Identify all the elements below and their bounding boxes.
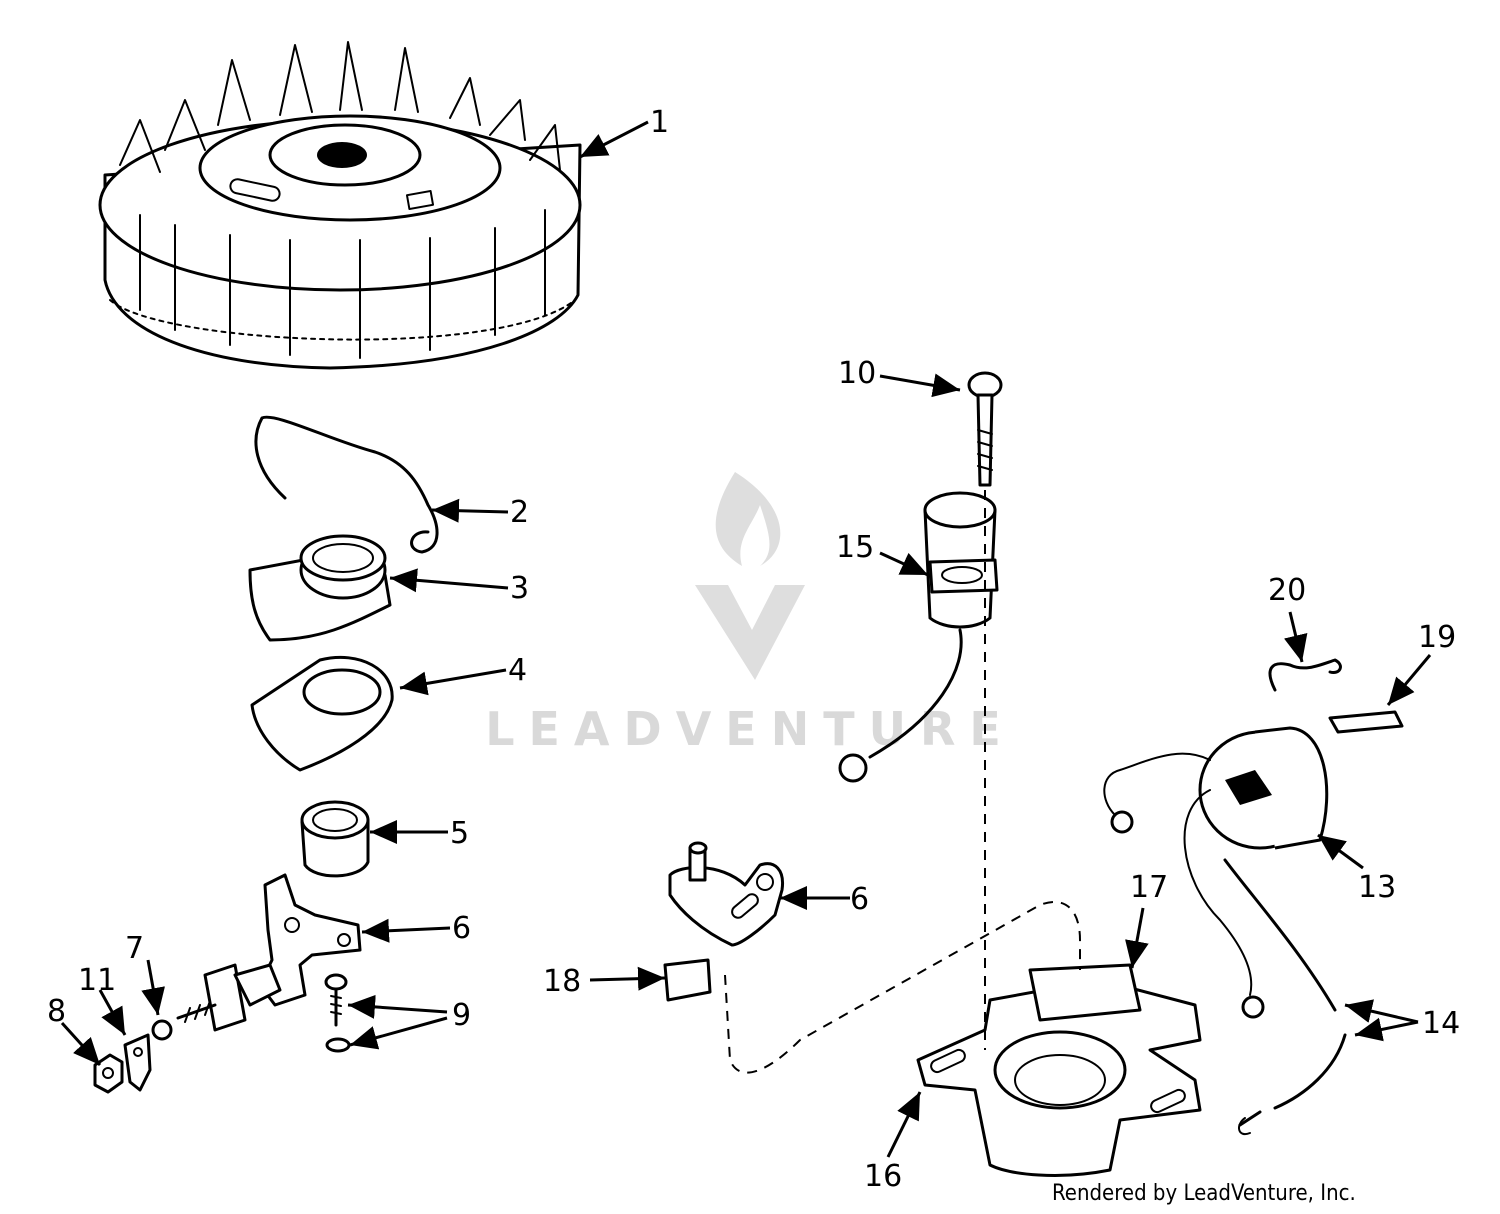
callout-15: 15 — [836, 530, 874, 565]
leader-lines — [60, 120, 1432, 1158]
clip-part-19 — [1328, 710, 1404, 734]
callout-2: 2 — [510, 495, 529, 530]
callout-16: 16 — [864, 1159, 902, 1194]
screw-part-10 — [967, 371, 1003, 487]
breaker-plate-part-6 — [668, 841, 785, 947]
callout-5: 5 — [450, 816, 469, 851]
condenser-part-15 — [838, 491, 999, 783]
nut-part-8 — [93, 1053, 124, 1094]
callout-11: 11 — [78, 963, 116, 998]
callout-7: 7 — [125, 931, 144, 966]
spring-clip-part-2 — [254, 415, 439, 554]
callout-18: 18 — [543, 964, 581, 999]
callout-6-left: 6 — [452, 911, 471, 946]
contact-spring-assembly — [176, 963, 282, 1032]
callout-10: 10 — [838, 356, 876, 391]
callout-20: 20 — [1268, 573, 1306, 608]
felt-block-part-18 — [663, 958, 712, 1002]
ignition-coil-part-13 — [1103, 726, 1347, 1136]
callout-6-right: 6 — [850, 882, 869, 917]
rendered-by-credit: Rendered by LeadVenture, Inc. — [1052, 1181, 1356, 1206]
alignment-dashed-lines — [724, 490, 1081, 1074]
cam-plate-part-3 — [248, 534, 392, 642]
washer-part-7 — [151, 1019, 173, 1041]
screw-washer-part-9 — [324, 973, 351, 1053]
callout-19: 19 — [1418, 620, 1456, 655]
bushing-part-5 — [300, 800, 370, 878]
wire-clip-part-20 — [1268, 658, 1342, 692]
coil-mount-part-16-17 — [916, 963, 1202, 1177]
callout-labels: 1 2 3 4 5 6 7 8 9 10 11 13 14 15 16 17 1… — [47, 105, 1460, 1194]
callout-17: 17 — [1130, 870, 1168, 905]
callout-3: 3 — [510, 571, 529, 606]
callout-1: 1 — [650, 105, 669, 140]
callout-8: 8 — [47, 994, 66, 1029]
callout-14: 14 — [1422, 1006, 1460, 1041]
gasket-part-4 — [250, 655, 394, 772]
watermark-text: LEADVENTURE — [485, 702, 1015, 756]
leadventure-watermark: LEADVENTURE — [485, 472, 1015, 756]
callout-9: 9 — [452, 998, 471, 1033]
terminal-part-11 — [123, 1033, 152, 1092]
flywheel-part-1 — [98, 41, 582, 370]
callout-4: 4 — [508, 653, 527, 688]
callout-13: 13 — [1358, 870, 1396, 905]
